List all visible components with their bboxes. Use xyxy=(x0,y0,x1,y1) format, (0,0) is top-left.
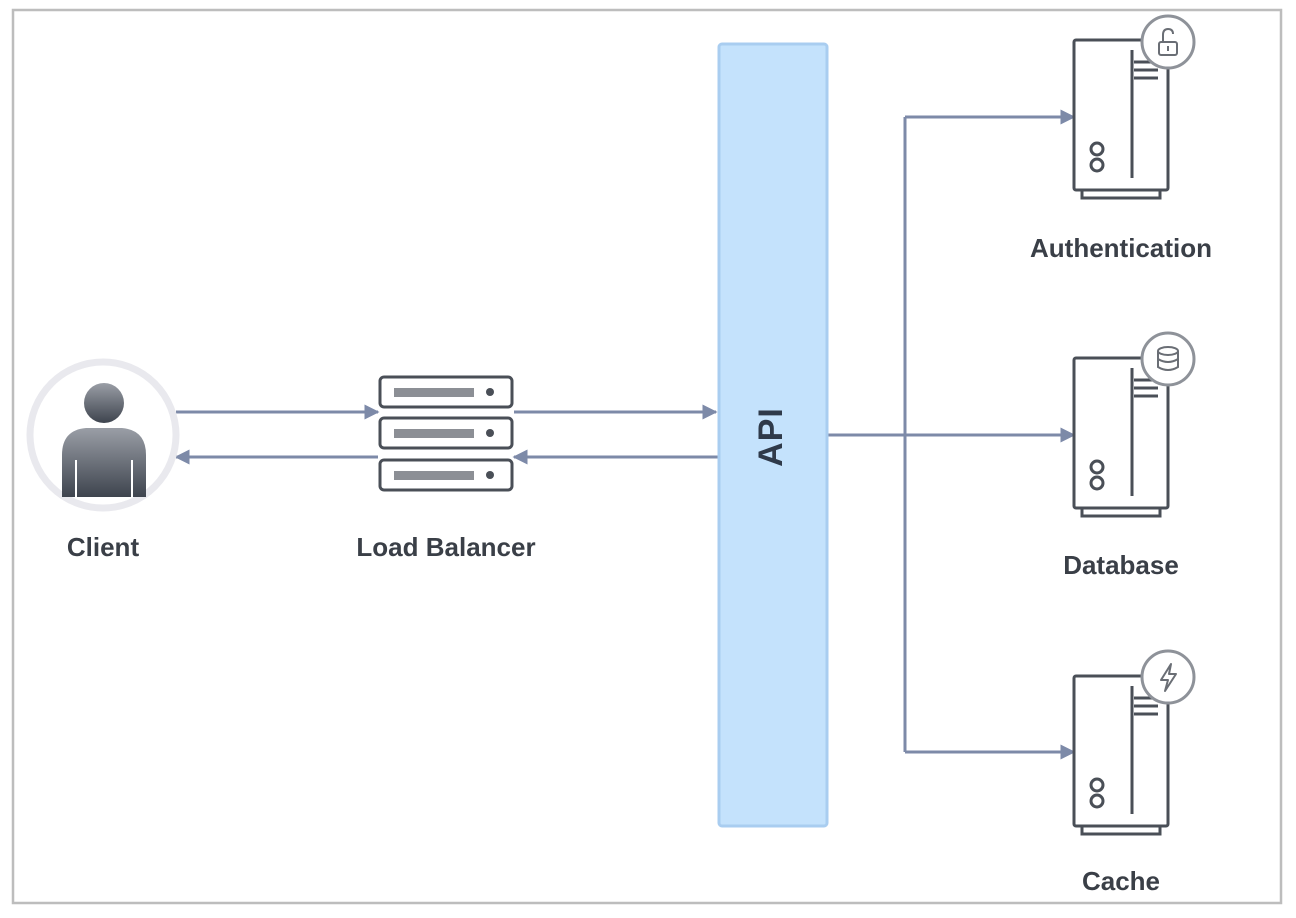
diagram-frame xyxy=(11,8,1283,905)
api-bar xyxy=(717,42,829,828)
load-balancer-label: Load Balancer xyxy=(356,532,535,562)
server-rack-icon xyxy=(378,375,514,492)
server-tower-icon xyxy=(1072,674,1170,836)
database-icon xyxy=(1140,331,1196,387)
server-tower-icon xyxy=(1072,38,1170,200)
user-icon xyxy=(62,383,146,497)
authentication-label: Authentication xyxy=(1030,233,1212,263)
api-label: API xyxy=(752,407,790,467)
client-node: Client xyxy=(26,358,180,562)
cache-label: Cache xyxy=(1082,866,1160,896)
server-tower-icon xyxy=(1072,356,1170,518)
database-label: Database xyxy=(1063,550,1179,580)
database-node: Database xyxy=(1063,331,1196,580)
api-node: API xyxy=(717,42,829,828)
load-balancer-node: Load Balancer xyxy=(356,375,536,562)
cache-node: Cache xyxy=(1072,649,1196,896)
authentication-node: Authentication xyxy=(1030,14,1212,263)
lightning-icon xyxy=(1140,649,1196,705)
unlock-icon xyxy=(1140,14,1196,70)
edges xyxy=(174,109,1076,760)
client-label: Client xyxy=(67,532,140,562)
